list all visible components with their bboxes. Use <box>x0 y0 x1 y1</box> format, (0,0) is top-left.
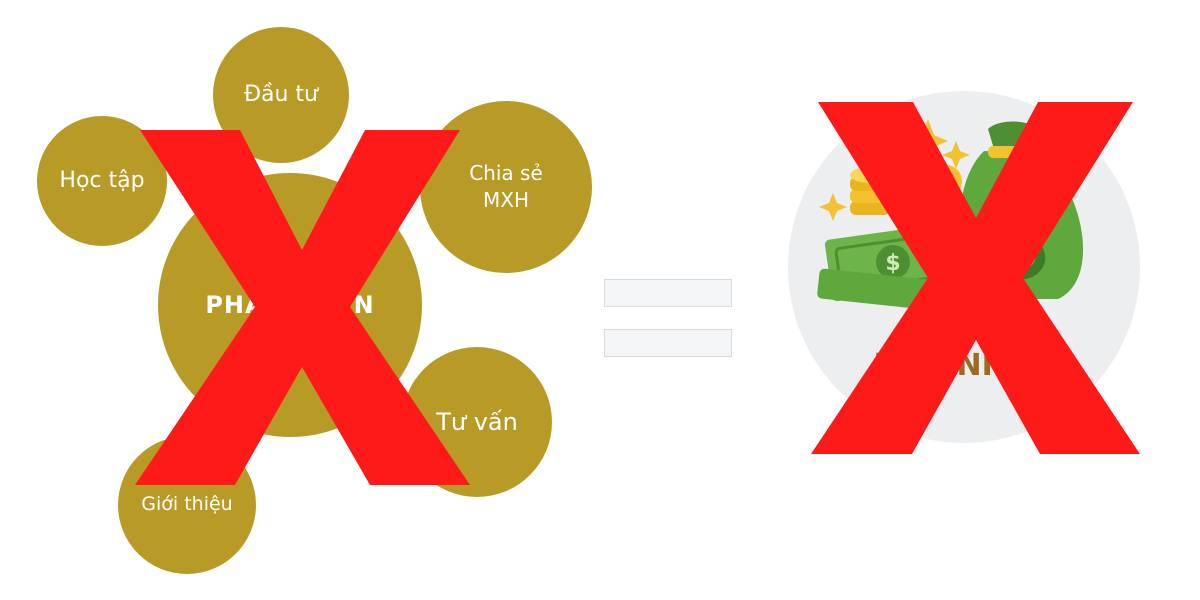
equals-bar-bottom <box>604 329 732 357</box>
bubble-share-label: Chia sẻ MXH <box>469 160 543 214</box>
x-mark-icon <box>808 98 1143 458</box>
x-mark-icon <box>130 125 475 490</box>
bubble-invest-label: Đầu tư <box>244 80 318 110</box>
bubble-intro-label: Giới thiệu <box>141 492 232 518</box>
equals-bar-top <box>604 279 732 307</box>
